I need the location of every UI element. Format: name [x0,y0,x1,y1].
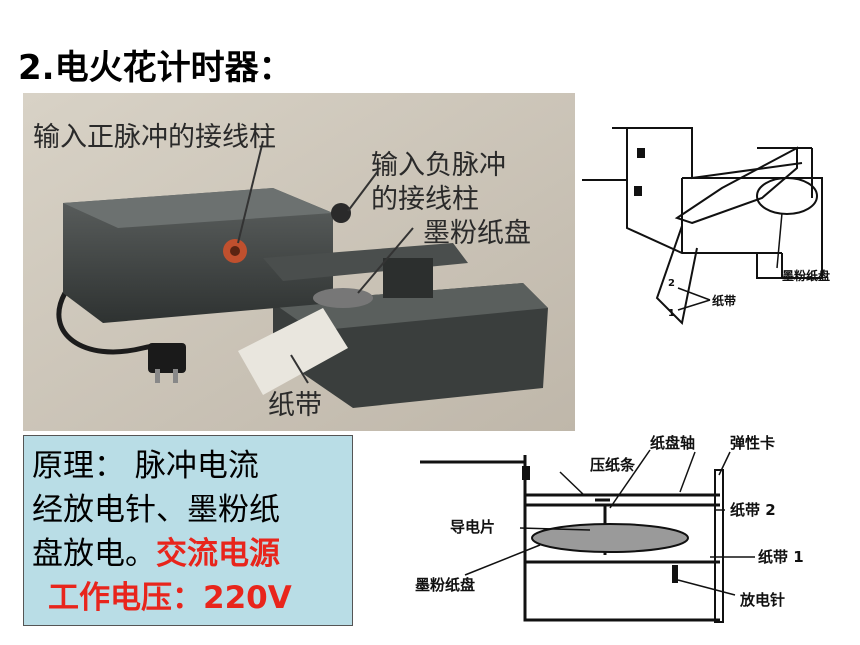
diagram-top-drawing: 墨粉纸盘 纸带 2 1 [582,127,830,326]
label-paper-tape: 纸带 [268,390,322,421]
label-positive-terminal: 输入正脉冲的接线柱 [33,122,276,153]
top-label-num2: 2 [668,278,675,289]
bottom-label-discharge-needle: 放电针 [739,591,785,609]
principle-line-1: 原理： 脉冲电流 [32,448,259,484]
label-negative-terminal-2: 的接线柱 [371,184,479,215]
principle-line-3-red: 交流电源 [156,536,280,572]
top-label-num1: 1 [668,308,675,319]
bottom-label-conductive-piece: 导电片 [450,518,495,536]
top-label-ink-disk: 墨粉纸盘 [782,268,830,283]
bottom-label-tape1: 纸带 1 [758,548,804,566]
label-negative-terminal-1: 输入负脉冲 [371,150,506,181]
principle-box: 原理： 脉冲电流 经放电针、墨粉纸 盘放电。交流电源 工作电压：220V [23,435,353,626]
diagram-bottom: 纸盘轴 弹性卡 压纸条 导电片 纸带 2 纸带 1 墨粉纸盘 放电针 [410,420,850,630]
slide-title: 2.电火花计时器： [18,48,293,88]
timer-photo: 输入正脉冲的接线柱 输入负脉冲 的接线柱 墨粉纸盘 纸带 [23,93,575,431]
bottom-label-ink-disk: 墨粉纸盘 [415,576,475,594]
bottom-label-tape2: 纸带 2 [730,501,776,519]
label-ink-disk: 墨粉纸盘 [423,218,531,249]
bottom-label-spring-clip: 弹性卡 [730,434,775,452]
principle-line-4: 工作电压：220V [48,580,292,616]
principle-line-3: 盘放电。交流电源 [32,532,344,576]
principle-line-3-black: 盘放电。 [32,536,156,572]
timer-illustration [23,93,575,431]
bottom-label-press-strip: 压纸条 [590,456,636,474]
top-label-paper-tape: 纸带 [712,293,736,308]
diagram-bottom-drawing: 纸盘轴 弹性卡 压纸条 导电片 纸带 2 纸带 1 墨粉纸盘 放电针 [415,434,804,623]
principle-line-2: 经放电针、墨粉纸 [32,492,280,528]
bottom-label-disk-axle: 纸盘轴 [650,434,695,452]
diagram-top: 墨粉纸盘 纸带 2 1 [582,118,852,328]
